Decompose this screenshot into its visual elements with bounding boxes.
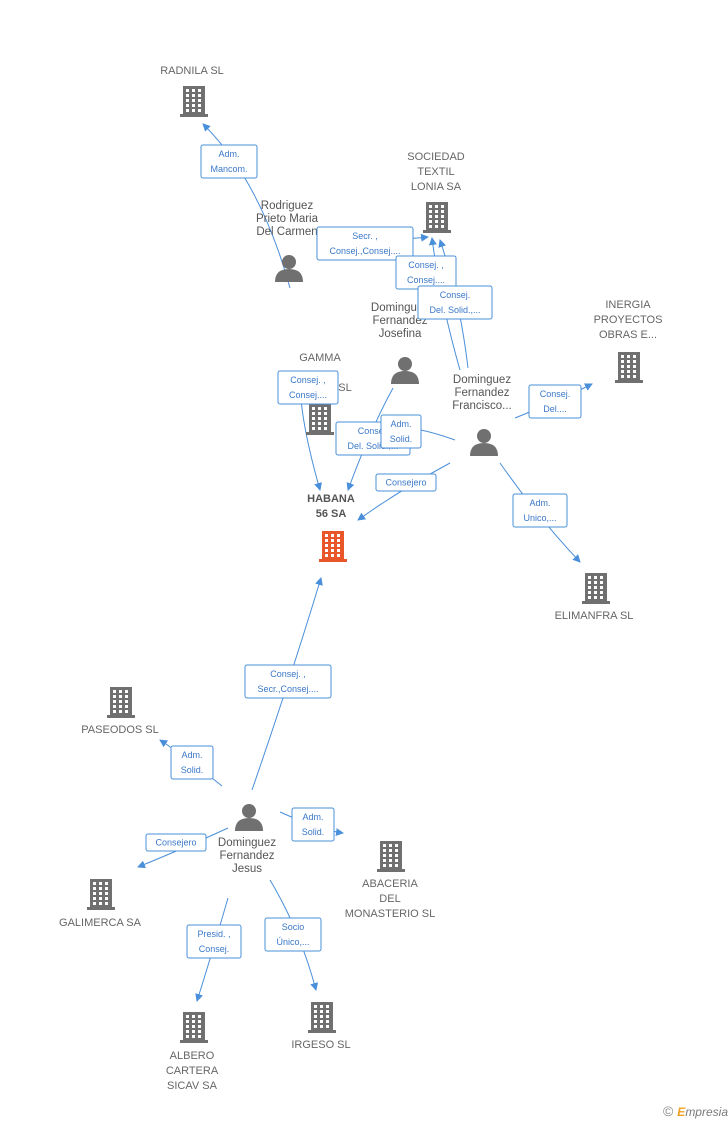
node-label-line: HABANA — [307, 493, 355, 505]
node-label-irgeso: IRGESO SL — [291, 1039, 350, 1051]
node-label-line: MONASTERIO SL — [345, 908, 435, 920]
edge-label-e8[interactable]: Adm.Solid. — [380, 414, 422, 449]
node-label-line: Jesus — [232, 863, 262, 875]
building-icon-habana[interactable] — [319, 531, 347, 562]
node-label-line: ELIMANFRA SL — [555, 610, 634, 622]
brand-name: mpresia — [685, 1105, 728, 1119]
edge-label-text: Presid. ,Consej. — [197, 929, 230, 954]
edge-label-text: Consej. ,Consej.... — [289, 375, 327, 400]
node-label-line: Fernandez — [220, 850, 275, 862]
brand-initial: E — [677, 1105, 686, 1119]
node-label-line: ABACERIA — [362, 878, 418, 890]
edge-label-e5[interactable]: Consej. ,Consej.... — [277, 370, 339, 405]
edge-label-e11[interactable]: Consej. ,Secr.,Consej.... — [244, 664, 332, 699]
building-icon-paseodos[interactable] — [107, 687, 135, 718]
edge-label-text: Adm.Solid. — [390, 419, 413, 444]
building-icon-albero[interactable] — [180, 1012, 208, 1043]
edge-label-text: Adm.Solid. — [181, 750, 204, 775]
edge-label-text: Consejero — [155, 838, 196, 848]
edge-label-text: Adm.Solid. — [302, 812, 325, 837]
edge-label-text: Consej. ,Consej.... — [407, 260, 445, 285]
node-label-line: Del Carmen — [256, 226, 317, 238]
building-icon-gamma[interactable] — [306, 404, 334, 435]
edge-label-e10[interactable]: Adm.Unico,... — [512, 493, 568, 528]
node-label-line: Rodriguez — [261, 200, 314, 212]
building-icon-sociedad[interactable] — [423, 202, 451, 233]
node-label-habana: HABANA 56 SA — [307, 493, 355, 520]
node-label-line: SICAV SA — [167, 1080, 218, 1092]
node-label-line: Josefina — [379, 328, 422, 340]
brand-watermark: ©Empresia — [663, 1103, 728, 1119]
node-label-line: Dominguez — [218, 837, 276, 849]
node-label-albero: ALBERO CARTERA SICAV SA — [166, 1050, 219, 1092]
node-label-abaceria: ABACERIA DEL MONASTERIO SL — [345, 878, 435, 920]
node-label-sociedad: SOCIEDAD TEXTIL LONIA SA — [407, 151, 465, 193]
node-label-line: RADNILA SL — [160, 65, 224, 77]
edge-label-e15[interactable]: Presid. ,Consej. — [186, 924, 242, 959]
node-label-line: PASEODOS SL — [81, 724, 158, 736]
edge-label-e3[interactable]: Consej. ,Consej.... — [395, 255, 457, 290]
edge-label-e14[interactable]: Consejero — [145, 833, 207, 852]
node-label-radnila: RADNILA SL — [160, 65, 224, 77]
edge-label-e12[interactable]: Adm.Solid. — [170, 745, 214, 780]
node-label-line: GALIMERCA SA — [59, 917, 142, 929]
node-label-elimanfra: ELIMANFRA SL — [555, 610, 634, 622]
node-label-line: Dominguez — [371, 302, 429, 314]
building-icon-elimanfra[interactable] — [582, 573, 610, 604]
edge-label-e6[interactable]: Consej.Del.... — [528, 384, 582, 419]
node-label-gamma: GAMMA SL — [299, 352, 352, 394]
edge-label-text: Consejero — [385, 478, 426, 488]
edge-label-e1[interactable]: Adm.Mancom. — [200, 144, 258, 179]
edge-label-text: Secr. ,Consej.,Consej.... — [329, 231, 400, 256]
node-label-line: ALBERO — [170, 1050, 215, 1062]
node-label-line: DEL — [379, 893, 400, 905]
node-label-line: SOCIEDAD — [407, 151, 465, 163]
node-label-line: IRGESO SL — [291, 1039, 350, 1051]
edge-label-text: Consej.Del. Solid.,... — [347, 426, 398, 451]
node-label-line: Dominguez — [453, 374, 511, 386]
node-label-line: GAMMA — [299, 352, 341, 364]
node-label-line: 56 SA — [316, 508, 347, 520]
edge-label-text: Consej.Del. Solid.,... — [429, 290, 480, 315]
person-icon-jesus[interactable] — [235, 804, 263, 831]
node-label-line: Fernandez — [455, 387, 510, 399]
edge-label-text: Consej. ,Secr.,Consej.... — [257, 669, 318, 694]
person-icon-josefina[interactable] — [391, 357, 419, 384]
edge-label-e13[interactable]: Adm.Solid. — [291, 807, 335, 842]
building-icon-radnila[interactable] — [180, 86, 208, 117]
copyright-symbol: © — [662, 1103, 674, 1119]
node-label-galimerca: GALIMERCA SA — [59, 917, 142, 929]
node-label-line: OBRAS E... — [599, 329, 657, 341]
building-icon-abaceria[interactable] — [377, 841, 405, 872]
node-label-paseodos: PASEODOS SL — [81, 724, 158, 736]
node-label-line: CARTERA — [166, 1065, 219, 1077]
node-label-line: PROYECTOS — [594, 314, 663, 326]
person-icon-rodriguez[interactable] — [275, 255, 303, 282]
person-icon-francisco[interactable] — [470, 429, 498, 456]
node-label-line: Francisco... — [452, 400, 511, 412]
building-icon-irgeso[interactable] — [308, 1002, 336, 1033]
edge-label-e4[interactable]: Consej.Del. Solid.,... — [417, 285, 493, 320]
building-icon-inergia[interactable] — [615, 352, 643, 383]
edge-label-text: Adm.Unico,... — [523, 498, 556, 523]
edge-label-e2[interactable]: Secr. ,Consej.,Consej.... — [316, 226, 414, 261]
node-label-line: INERGIA — [605, 299, 651, 311]
node-label-line: TEXTIL — [417, 166, 454, 178]
edge-label-text: Consej.Del.... — [540, 389, 571, 414]
node-label-line: Prieto Maria — [256, 213, 319, 225]
node-label-inergia: INERGIA PROYECTOS OBRAS E... — [594, 299, 663, 341]
edge-label-e9[interactable]: Consejero — [375, 473, 437, 492]
edge-label-text: Adm.Mancom. — [210, 149, 247, 174]
node-label-line: Fernandez — [373, 315, 428, 327]
building-icon-galimerca[interactable] — [87, 879, 115, 910]
node-label-line: LONIA SA — [411, 181, 462, 193]
node-label-line: SL — [338, 382, 351, 394]
